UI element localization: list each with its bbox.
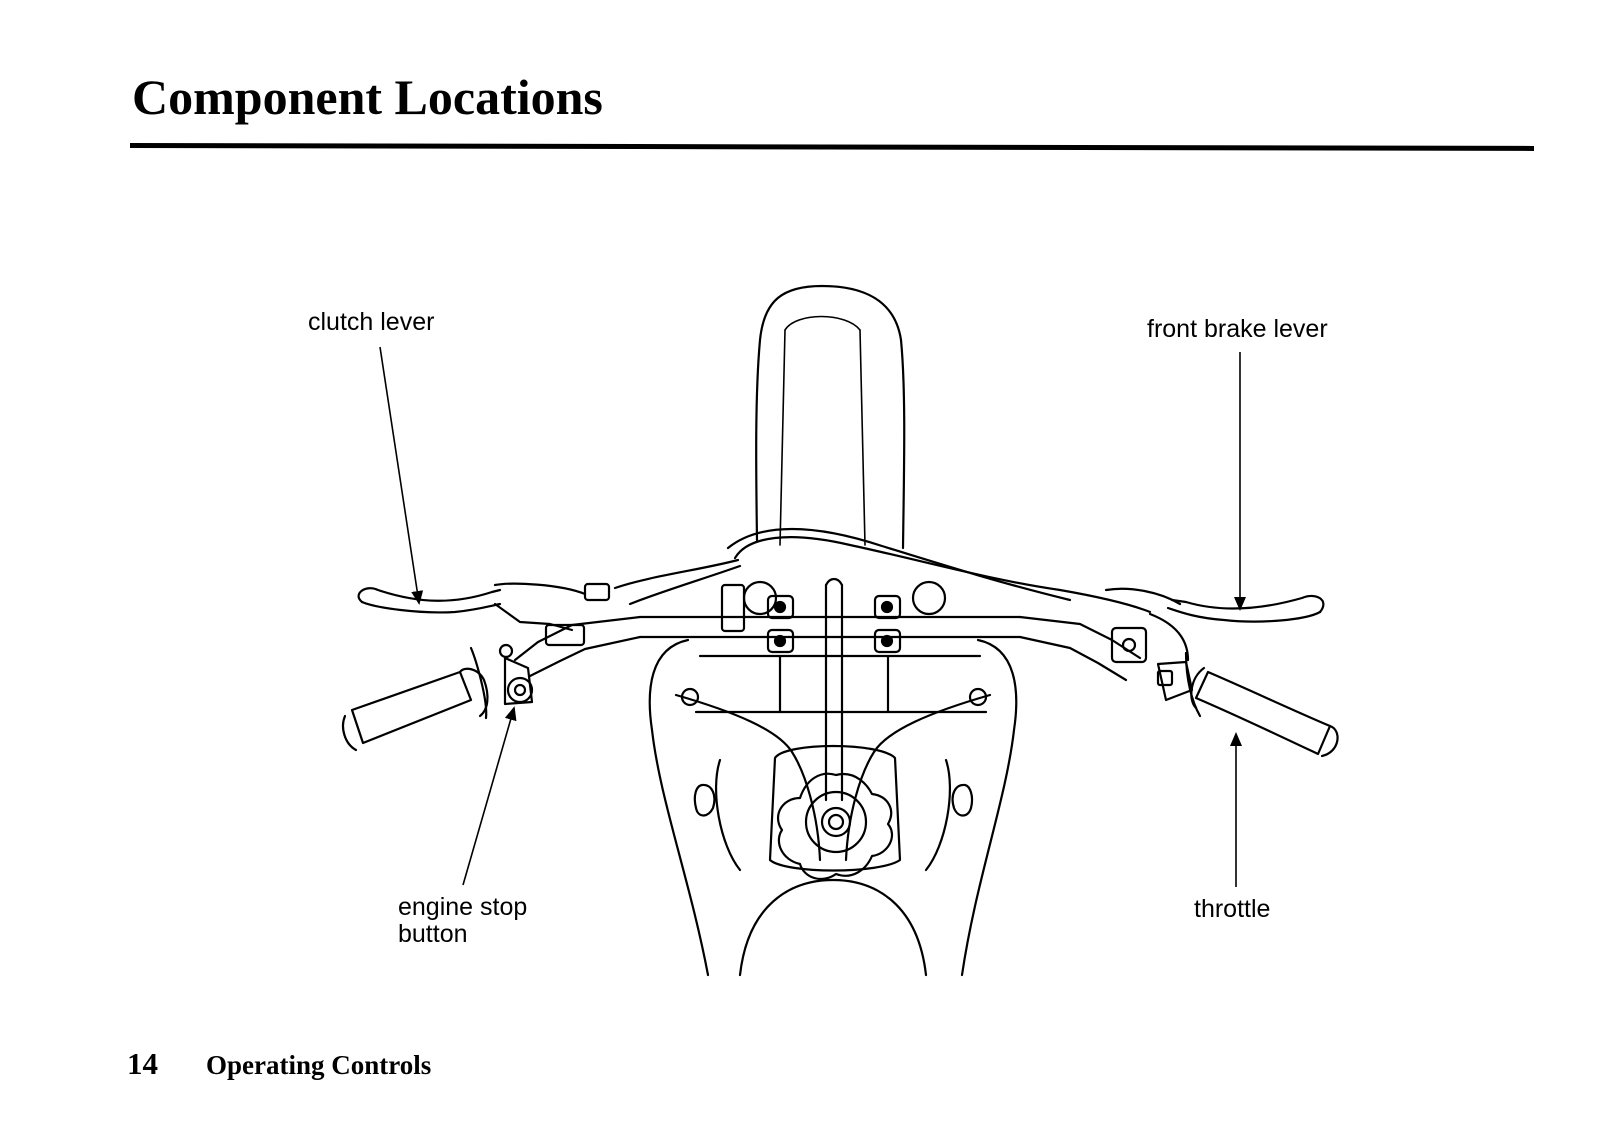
clutch-leader-line bbox=[379, 346, 424, 605]
fuel-cap-icon bbox=[776, 772, 894, 881]
fuel-tank-icon bbox=[648, 638, 710, 977]
cable-icon bbox=[733, 536, 1152, 614]
section-name: Operating Controls bbox=[206, 1050, 432, 1080]
right-grip-icon bbox=[1194, 670, 1332, 756]
bar-clamp-icon bbox=[720, 583, 746, 633]
engine-stop-leader-line bbox=[462, 706, 517, 886]
page-title: Component Locations bbox=[132, 69, 603, 125]
engine-stop-button-label: engine stop button bbox=[398, 894, 527, 948]
left-lever-icon bbox=[357, 587, 502, 604]
page-number: 14 bbox=[127, 1046, 158, 1081]
handlebar-icon bbox=[638, 615, 1022, 639]
throttle-label: throttle bbox=[1194, 895, 1271, 923]
engine-stop-label-line-2: button bbox=[398, 920, 468, 948]
stop-button-icon bbox=[506, 676, 534, 704]
callout-lines bbox=[379, 346, 1246, 887]
left-grip-icon bbox=[350, 670, 473, 745]
clutch-lever-label: clutch lever bbox=[308, 308, 435, 336]
fender-icon bbox=[755, 284, 906, 550]
page-footer: 14 Operating Controls bbox=[127, 1048, 431, 1079]
front-brake-lever-label: front brake lever bbox=[1147, 315, 1328, 343]
right-lever-icon bbox=[1170, 594, 1325, 614]
motorcycle-illustration bbox=[341, 284, 1339, 977]
engine-stop-label-line-1: engine stop bbox=[398, 893, 528, 921]
